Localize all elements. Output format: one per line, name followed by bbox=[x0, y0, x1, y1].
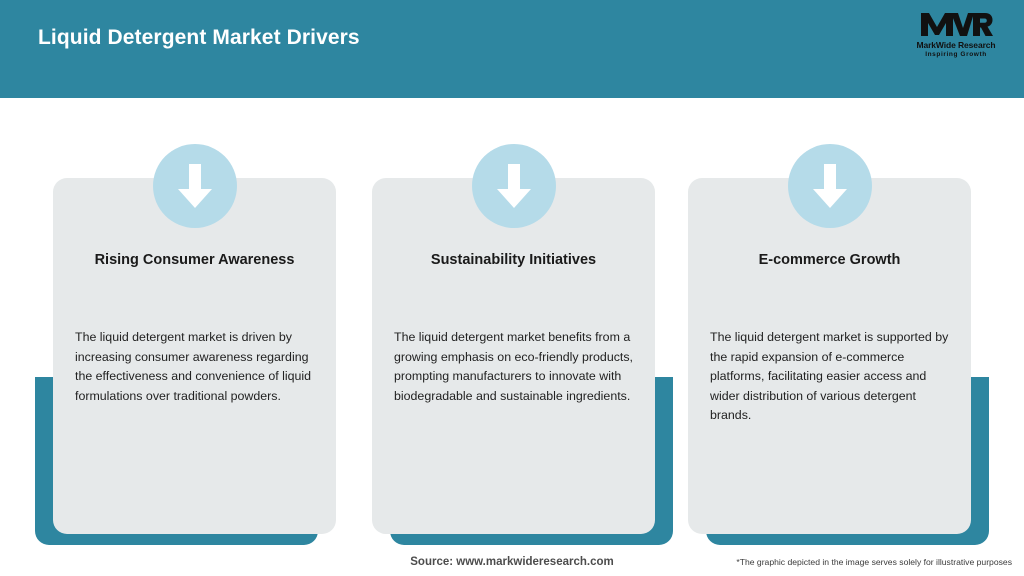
card-title: Rising Consumer Awareness bbox=[94, 252, 295, 268]
brand-logo: MarkWide Research Inspiring Growth bbox=[904, 10, 1008, 62]
card-title: Sustainability Initiatives bbox=[430, 252, 597, 268]
card-description: The liquid detergent market benefits fro… bbox=[394, 330, 633, 403]
card-title: E-commerce Growth bbox=[758, 252, 901, 268]
down-arrow-icon bbox=[787, 144, 872, 228]
disclaimer-label: *The graphic depicted in the image serve… bbox=[736, 557, 1012, 567]
driver-card-1: Rising Consumer Awareness The liquid det… bbox=[35, 144, 336, 545]
mwr-monogram-icon bbox=[904, 10, 1008, 40]
card-surface: Rising Consumer Awareness The liquid det… bbox=[53, 144, 336, 534]
driver-card-3: E-commerce Growth The liquid detergent m… bbox=[688, 144, 989, 545]
page-header: Liquid Detergent Market Drivers MarkWide… bbox=[0, 0, 1024, 98]
logo-company-name: MarkWide Research bbox=[916, 40, 996, 50]
card-description: The liquid detergent market is supported… bbox=[710, 330, 949, 422]
card-surface: Sustainability Initiatives The liquid de… bbox=[372, 144, 655, 534]
down-arrow-icon bbox=[471, 144, 556, 228]
down-arrow-icon bbox=[152, 144, 237, 228]
card-surface: E-commerce Growth The liquid detergent m… bbox=[688, 144, 971, 534]
page-title: Liquid Detergent Market Drivers bbox=[38, 26, 360, 49]
driver-card-2: Sustainability Initiatives The liquid de… bbox=[372, 144, 673, 545]
card-description: The liquid detergent market is driven by… bbox=[75, 330, 312, 403]
logo-tagline: Inspiring Growth bbox=[925, 51, 987, 58]
source-label: Source: www.markwideresearch.com bbox=[410, 556, 614, 568]
